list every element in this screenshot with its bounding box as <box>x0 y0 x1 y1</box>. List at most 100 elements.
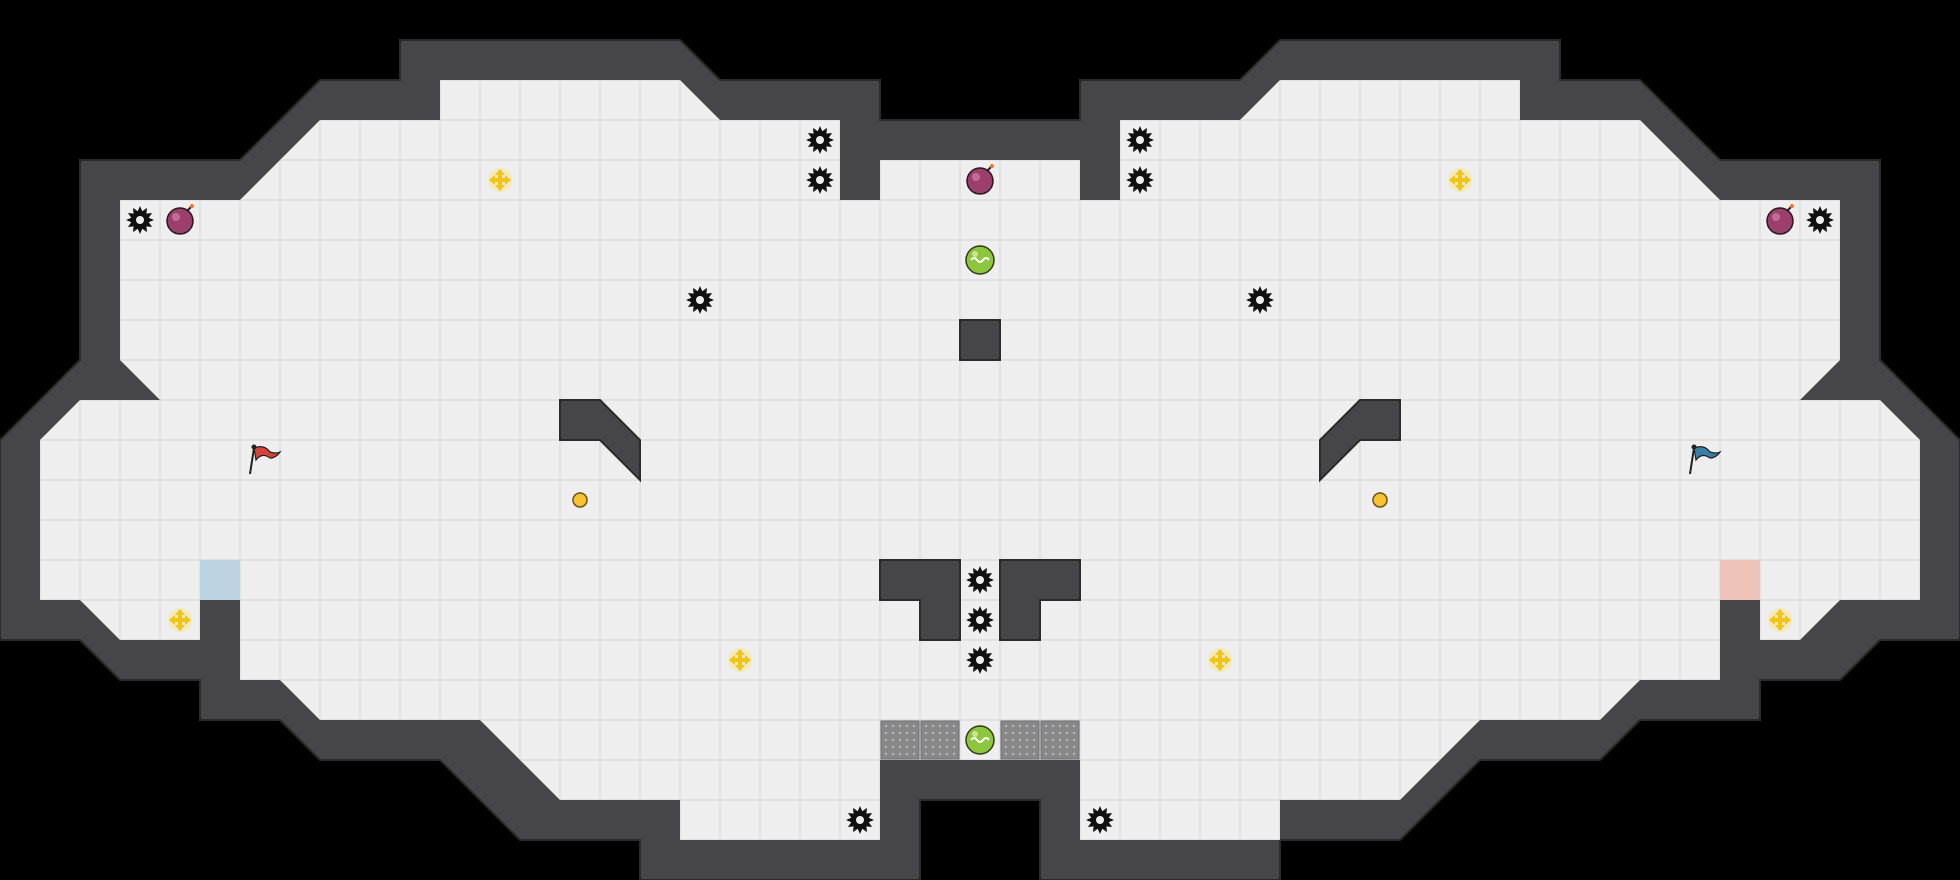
gate-dot <box>952 745 956 749</box>
spike-center <box>696 296 704 304</box>
flag-pole <box>1689 447 1695 475</box>
gate-dot <box>952 752 956 756</box>
gate-dot <box>1004 738 1008 742</box>
gate-dot <box>891 745 895 749</box>
gate-dot <box>924 752 928 756</box>
gate-dot <box>1025 745 1029 749</box>
spike-center <box>1256 296 1264 304</box>
powerup-body <box>965 245 995 275</box>
spike-icon <box>1806 206 1834 234</box>
gate-dot <box>884 752 888 756</box>
spike-center <box>816 136 824 144</box>
powerup-icon <box>965 245 995 275</box>
spike-icon <box>846 806 874 834</box>
boost-arrows <box>729 649 751 671</box>
gate-dot <box>1065 731 1069 735</box>
gate-dot <box>931 738 935 742</box>
spike-center <box>136 216 144 224</box>
gate-dot <box>884 724 888 728</box>
gate-dot <box>1044 745 1048 749</box>
flag-pole <box>249 447 255 475</box>
floor-area <box>40 80 1920 840</box>
powerup-wave <box>970 257 990 263</box>
spike-center <box>816 176 824 184</box>
gate-dot <box>938 745 942 749</box>
gate-dot <box>1044 738 1048 742</box>
gate-dot <box>898 738 902 742</box>
gate-dot <box>1065 724 1069 728</box>
gate-dot <box>1018 745 1022 749</box>
bomb-body <box>166 207 194 235</box>
gate-dot <box>1018 738 1022 742</box>
spike-icon <box>126 206 154 234</box>
powerup-icon <box>965 725 995 755</box>
boost-arrows <box>489 169 511 191</box>
boost-icon <box>1448 168 1472 192</box>
gate-dot <box>1044 731 1048 735</box>
gate-dot <box>1051 745 1055 749</box>
gate-dot <box>938 738 942 742</box>
gate-dot <box>1058 738 1062 742</box>
portal-icon <box>1372 492 1388 508</box>
spike-icon <box>1126 126 1154 154</box>
gate-dot <box>1032 745 1036 749</box>
gate-dot <box>1004 731 1008 735</box>
gate-dot <box>884 738 888 742</box>
gate-dot <box>945 724 949 728</box>
gate-dot <box>1011 745 1015 749</box>
gate-dot <box>1032 738 1036 742</box>
bomb-fuse <box>986 166 992 172</box>
interior-wall <box>999 559 1081 641</box>
gate-dot <box>1072 731 1076 735</box>
bomb-fuse <box>1786 206 1792 212</box>
spike-center <box>976 616 984 624</box>
gate-dot <box>1025 738 1029 742</box>
gate-dot <box>931 731 935 735</box>
gate-dot <box>931 724 935 728</box>
spike-icon <box>1246 286 1274 314</box>
gate-dot <box>1032 731 1036 735</box>
gate-dot <box>898 724 902 728</box>
gate-dot <box>1051 752 1055 756</box>
boost-arrows <box>169 609 191 631</box>
gate-dot <box>1072 724 1076 728</box>
gate-dot <box>1011 724 1015 728</box>
bomb-shine <box>1772 213 1780 221</box>
gate-dot <box>1011 738 1015 742</box>
spike-center <box>976 576 984 584</box>
powerup-shine <box>972 731 978 737</box>
gate-dot <box>952 724 956 728</box>
gate-dot <box>1004 745 1008 749</box>
bomb-body <box>966 167 994 195</box>
boost-icon <box>1208 648 1232 672</box>
interior-wall <box>1319 399 1401 483</box>
boost-arrows <box>1769 609 1791 631</box>
gate-dot <box>905 738 909 742</box>
spike-icon <box>966 646 994 674</box>
bomb-spark <box>990 164 994 168</box>
gate-dot <box>1072 738 1076 742</box>
gate-dot <box>1032 752 1036 756</box>
bomb-body <box>1766 207 1794 235</box>
red-flag-icon <box>249 444 282 475</box>
spike-icon <box>966 606 994 634</box>
gate-dot <box>1072 745 1076 749</box>
gate-dot <box>1025 752 1029 756</box>
gate-dot <box>1065 745 1069 749</box>
portal-body <box>1372 492 1388 508</box>
gate-dot <box>931 745 935 749</box>
bomb-fuse <box>186 206 192 212</box>
boost-arrows <box>1209 649 1231 671</box>
powerup-shine <box>972 251 978 257</box>
gate-dot <box>912 731 916 735</box>
interior-wall <box>959 319 1001 361</box>
gate-dot <box>938 731 942 735</box>
bomb-spark <box>190 204 194 208</box>
spike-center <box>1816 216 1824 224</box>
gate-dot <box>905 752 909 756</box>
bomb-shine <box>972 173 980 181</box>
gate-dot <box>1032 724 1036 728</box>
gate-dot <box>1044 724 1048 728</box>
gate-dot <box>1051 738 1055 742</box>
gate-dot <box>1011 752 1015 756</box>
